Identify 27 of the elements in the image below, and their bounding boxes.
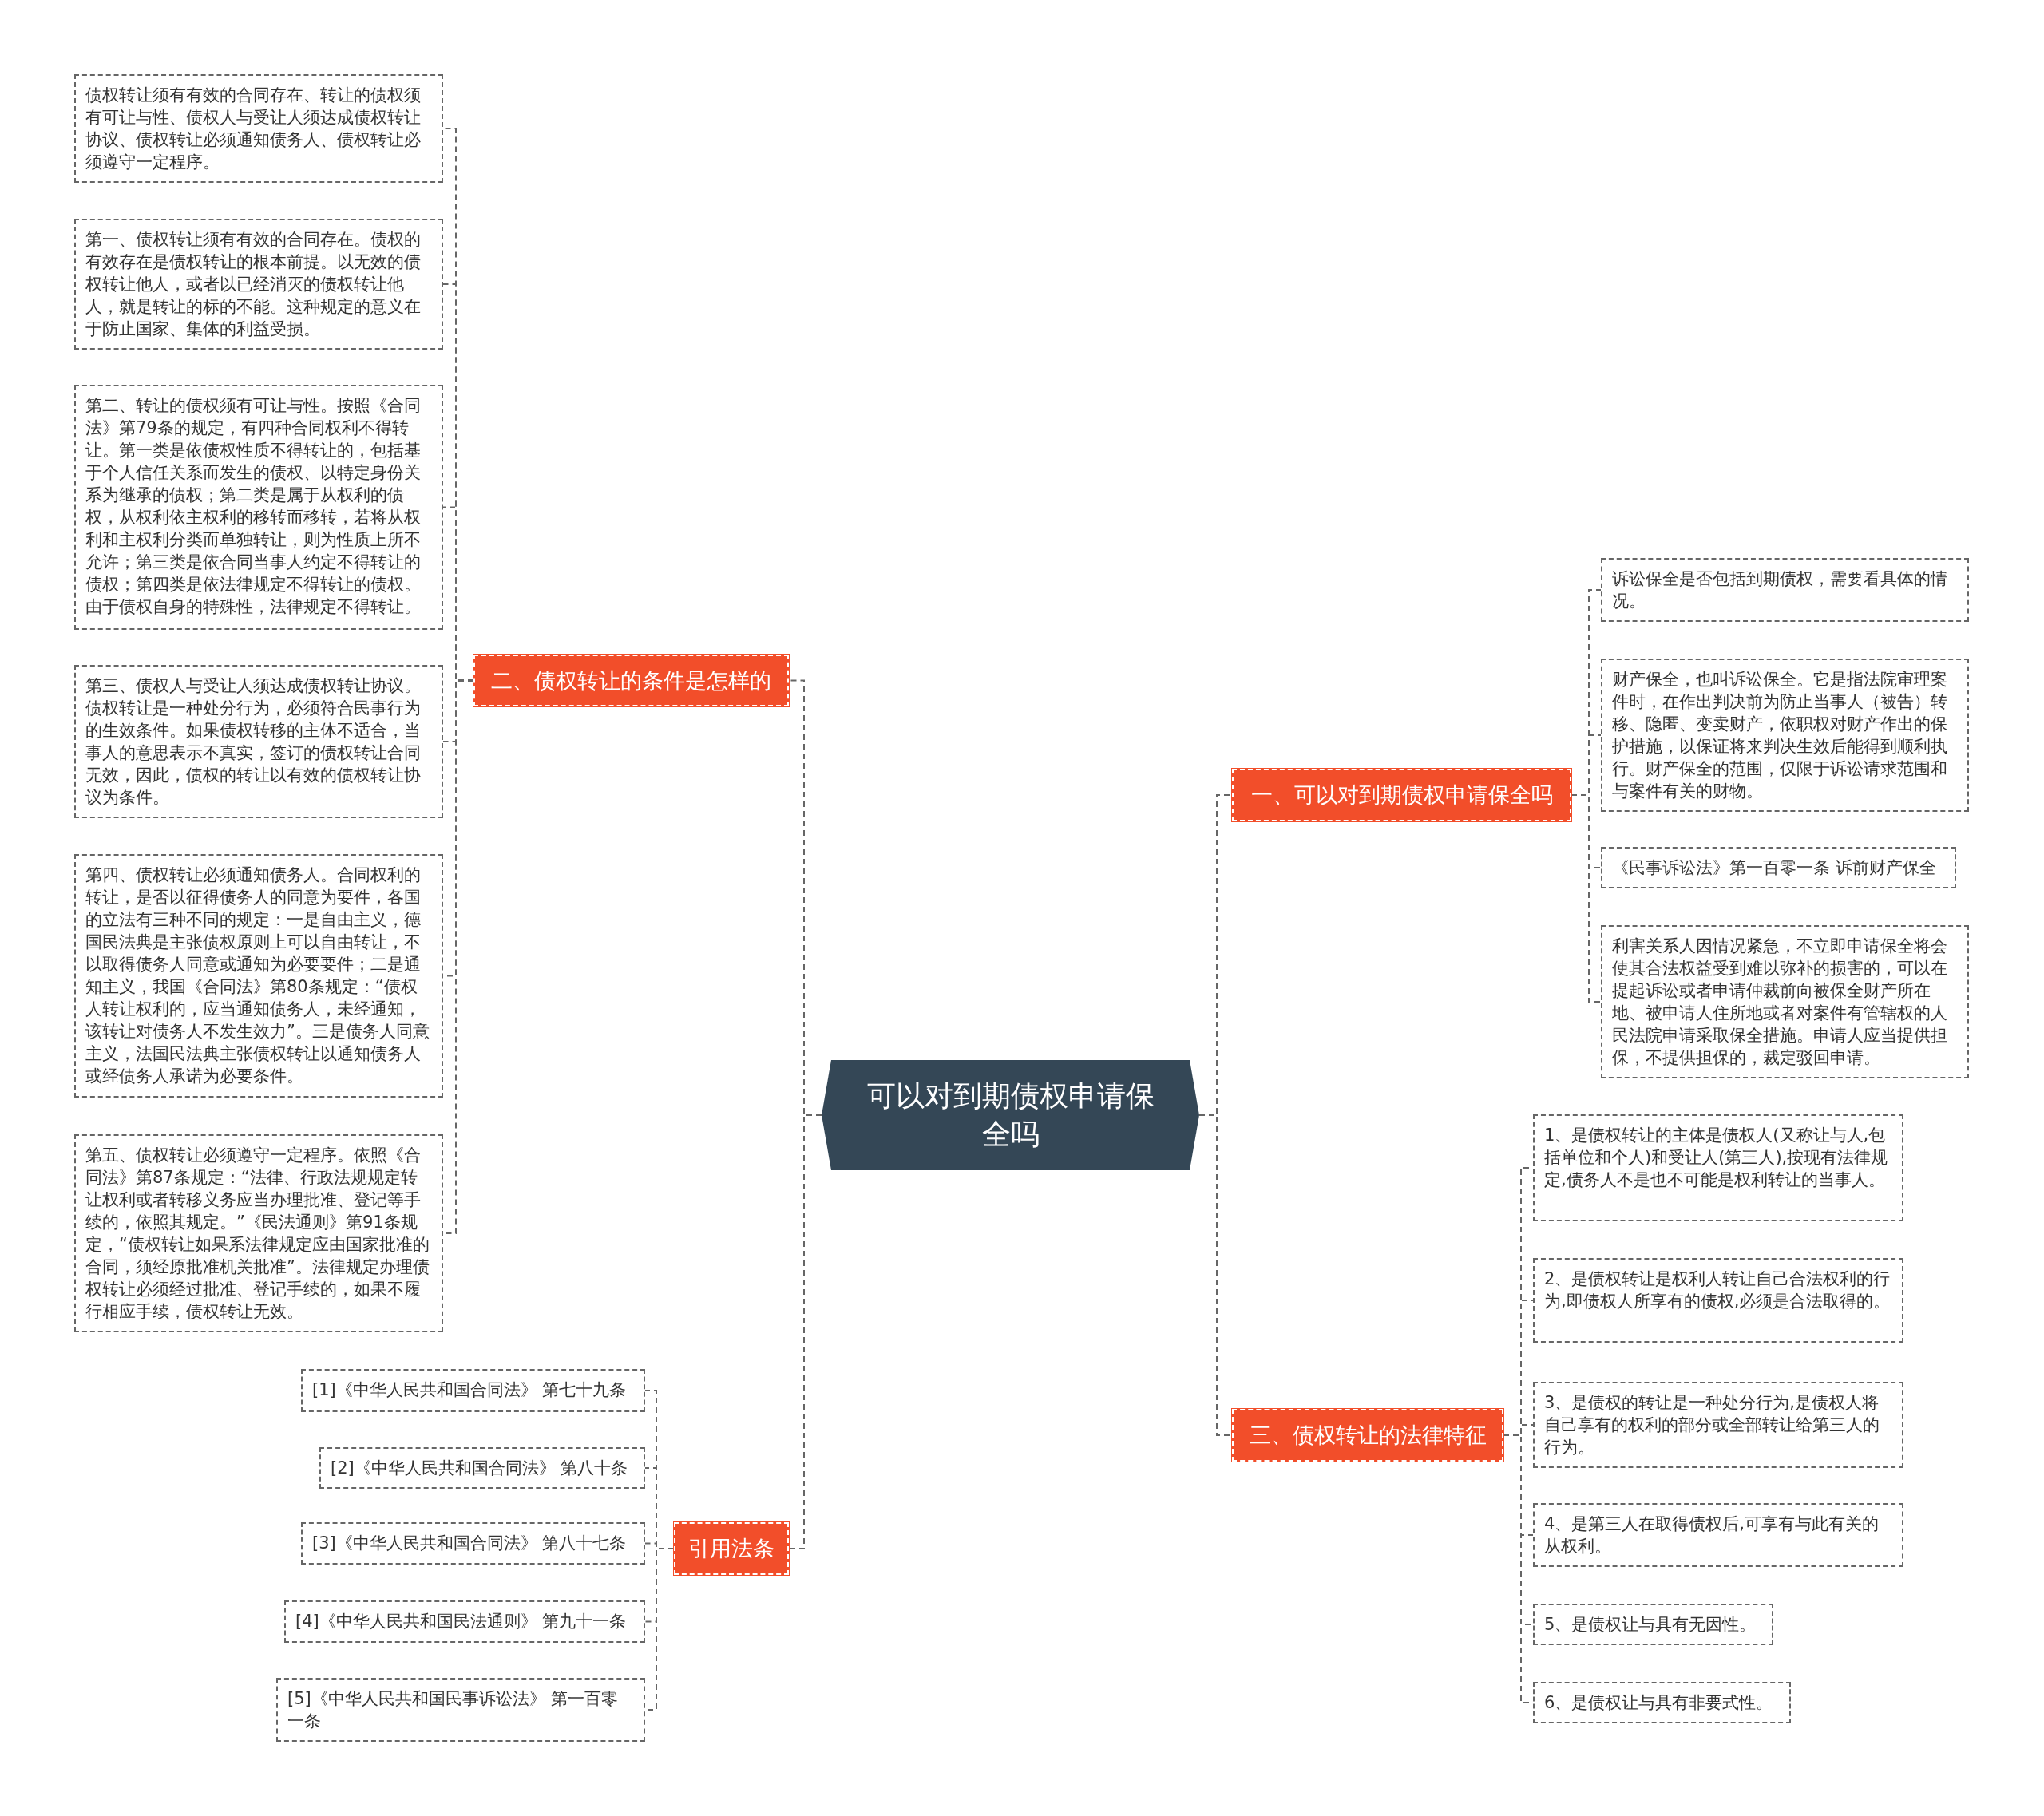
connector-line: [1571, 794, 1602, 1003]
central-topic: 可以对到期债权申请保全吗: [822, 1060, 1199, 1170]
note-box: 第五、债权转让必须遵守一定程序。依照《合同法》第87条规定：“法律、行政法规规定转让权利或者转移义务应当办理批准、登记等手续的，依照其规定。”《民法通则》第91条规定，“债权转让如果系法律规定应由国家批准的合同，须经原批准机关批准”。法律规定办理债权转让必须经过批准、登记手续的，如果不履行相应手续，债权转让无效。: [74, 1134, 443, 1332]
note-box: 财产保全，也叫诉讼保全。它是指法院审理案件时，在作出判决前为防止当事人（被告）转移、隐匿、变卖财产，依职权对财产作出的保护措施，以保证将来判决生效后能得到顺利执行。财产保全的范围，仅限于诉讼请求范围和与案件有关的财物。: [1601, 659, 1969, 812]
note-box: 诉讼保全是否包括到期债权，需要看具体的情况。: [1601, 558, 1969, 622]
note-box: [3]《中华人民共和国合同法》 第八十七条: [301, 1522, 645, 1565]
note-box: 第一、债权转让须有有效的合同存在。债权的有效存在是债权转让的根本前提。以无效的债权转让他人，或者以已经消灭的债权转让他人，就是转让的标的不能。这种规定的意义在于防止国家、集体的利益受损。: [74, 219, 443, 350]
note-box: 利害关系人因情况紧急，不立即申请保全将会使其合法权益受到难以弥补的损害的，可以在提起诉讼或者申请仲裁前向被保全财产所在地、被申请人住所地或者对案件有管辖权的人民法院申请采取保全措施。申请人应当提供担保，不提供担保的，裁定驳回申请。: [1601, 925, 1969, 1078]
note-box: 第二、转让的债权须有可让与性。按照《合同法》第79条的规定，有四种合同权利不得转让。第一类是依债权性质不得转让的，包括基于个人信任关系而发生的债权、以特定身份关系为继承的债权；第二类是属于从权利的债权，从权利依主权利的移转而移转，若将从权利和主权利分类而单独转让，则为性质上所不允许；第三类是依合同当事人约定不得转让的债权；第四类是依法律规定不得转让的债权。由于债权自身的特殊性，法律规定不得转让。: [74, 385, 443, 630]
topic-box: 一、可以对到期债权申请保全吗: [1232, 769, 1571, 821]
topic-box: 三、债权转让的法律特征: [1232, 1409, 1503, 1462]
note-box: 6、是债权让与具有非要式性。: [1533, 1682, 1791, 1723]
note-box: 4、是第三人在取得债权后,可享有与此有关的从权利。: [1533, 1503, 1903, 1567]
note-box: [1]《中华人民共和国合同法》 第七十九条: [301, 1369, 645, 1412]
note-box: 1、是债权转让的主体是债权人(又称让与人,包括单位和个人)和受让人(第三人),按现有法律规定,债务人不是也不可能是权利转让的当事人。: [1533, 1114, 1903, 1221]
note-box: 第三、债权人与受让人须达成债权转让协议。债权转让是一种处分行为，必须符合民事行为的生效条件。如果债权转移的主体不适合，当事人的意思表示不真实，签订的债权转让合同无效，因此，债权的转让以有效的债权转让协议为条件。: [74, 665, 443, 818]
note-box: 3、是债权的转让是一种处分行为,是债权人将自己享有的权利的部分或全部转让给第三人的行为。: [1533, 1382, 1903, 1468]
note-box: 5、是债权让与具有无因性。: [1533, 1604, 1773, 1645]
note-box: [4]《中华人民共和国民法通则》 第九十一条: [284, 1600, 645, 1643]
note-box: 《民事诉讼法》第一百零一条 诉前财产保全: [1601, 847, 1956, 888]
topic-box: 二、债权转让的条件是怎样的: [473, 655, 789, 706]
note-box: 第四、债权转让必须通知债务人。合同权利的转让，是否以征得债务人的同意为要件，各国的立法有三种不同的规定：一是自由主义，德国民法典是主张债权原则上可以自由转让，不以取得债务人同意或通知为必要要件；二是通知主义，我国《合同法》第80条规定：“债权人转让权利的，应当通知债务人，未经通知，该转让对债务人不发生效力”。三是债务人同意主义，法国民法典主张债权转让以通知债务人或经债务人承诺为必要条件。: [74, 854, 443, 1098]
note-box: [5]《中华人民共和国民事诉讼法》 第一百零一条: [276, 1678, 645, 1742]
note-box: 2、是债权转让是权利人转让自己合法权利的行为,即债权人所享有的债权,必须是合法取得的。: [1533, 1258, 1903, 1343]
note-box: [2]《中华人民共和国合同法》 第八十条: [319, 1447, 645, 1489]
note-box: 债权转让须有有效的合同存在、转让的债权须有可让与性、债权人与受让人须达成债权转让协议、债权转让必须通知债务人、债权转让必须遵守一定程序。: [74, 74, 443, 183]
topic-box: 引用法条: [674, 1522, 789, 1575]
